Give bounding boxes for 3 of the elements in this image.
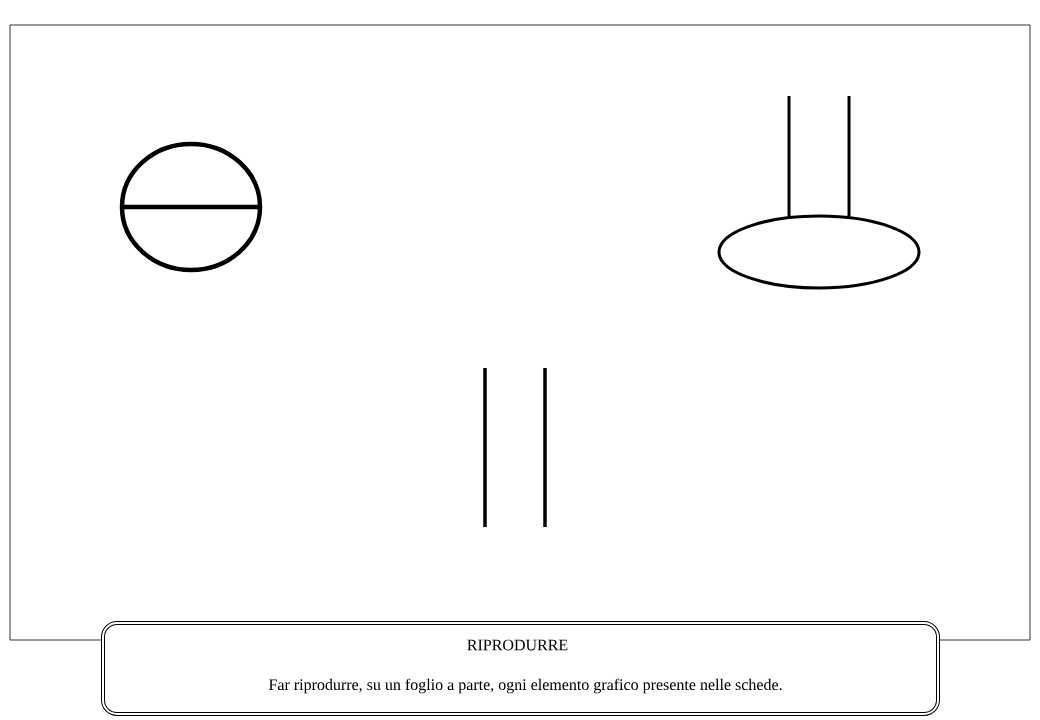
instruction-text: Far riprodurre, su un foglio a parte, ogni elemento grafico presente nelle schede. xyxy=(268,678,782,694)
heading: RIPRODURRE xyxy=(467,639,568,651)
instruction-box xyxy=(101,621,940,716)
